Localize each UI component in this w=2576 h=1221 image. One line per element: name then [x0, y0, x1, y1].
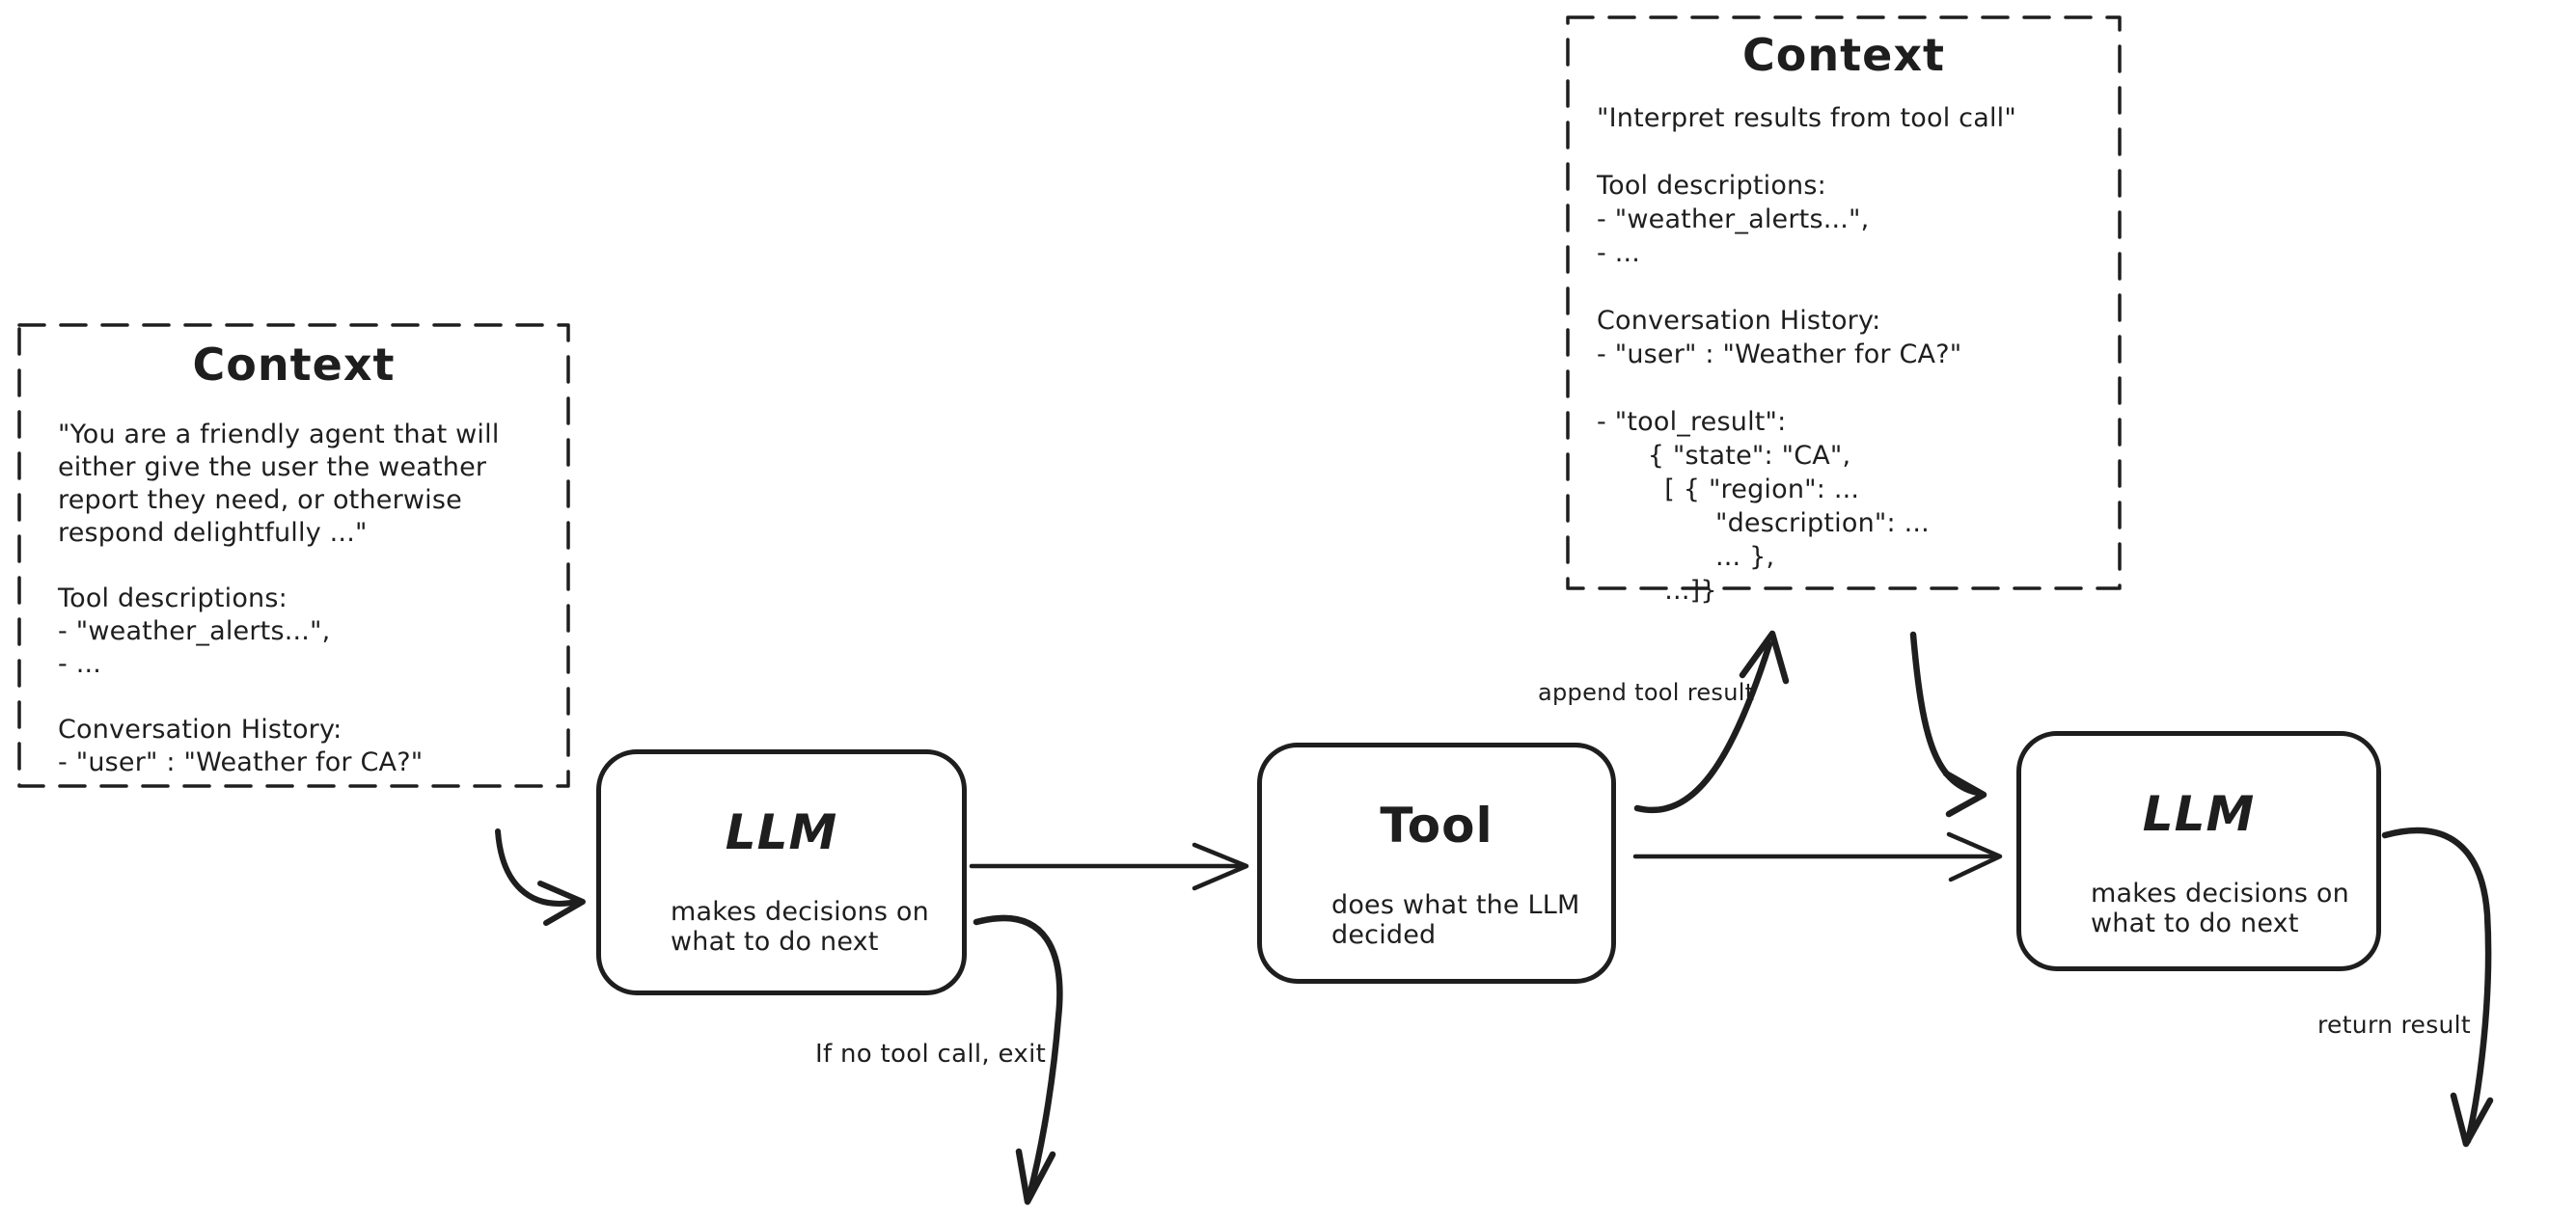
- node-llm-2-subtitle: makes decisions on what to do next: [2091, 879, 2349, 938]
- edge-label-append-tool-result: append tool result: [1538, 679, 1755, 706]
- node-llm-2-title: LLM: [2142, 786, 2256, 842]
- node-llm-1-title: LLM: [725, 804, 838, 860]
- context-box-after-tool-title: Context: [1742, 29, 1945, 81]
- arrow-llm2-return: [2381, 827, 2494, 1148]
- node-tool-title: Tool: [1380, 798, 1494, 854]
- arrow-tool-to-llm2: [1632, 831, 2003, 882]
- context-box-initial-title: Context: [192, 339, 396, 391]
- context-box-initial: Context "You are a friendly agent that w…: [19, 325, 568, 786]
- context-box-initial-body: "You are a friendly agent that will eith…: [58, 419, 500, 777]
- edge-label-return-result: return result: [2317, 1011, 2472, 1039]
- edge-label-if-no-tool-call-exit: If no tool call, exit: [815, 1040, 1047, 1069]
- arrow-llm1-to-tool: [969, 842, 1249, 891]
- node-llm-1: LLM makes decisions on what to do next: [596, 749, 967, 995]
- arrow-tool-to-context2: [1633, 630, 1790, 814]
- node-tool: Tool does what the LLM decided: [1257, 743, 1616, 984]
- context-box-after-tool-body: "Interpret results from tool call" Tool …: [1597, 102, 2016, 606]
- node-tool-subtitle: does what the LLM decided: [1331, 890, 1580, 950]
- context-box-after-tool: Context "Interpret results from tool cal…: [1568, 17, 2120, 606]
- node-llm-2: LLM makes decisions on what to do next: [2016, 731, 2381, 971]
- node-llm-1-subtitle: makes decisions on what to do next: [671, 897, 929, 957]
- arrow-context2-to-llm2: [1909, 631, 1987, 818]
- arrow-context1-to-llm1: [495, 828, 586, 926]
